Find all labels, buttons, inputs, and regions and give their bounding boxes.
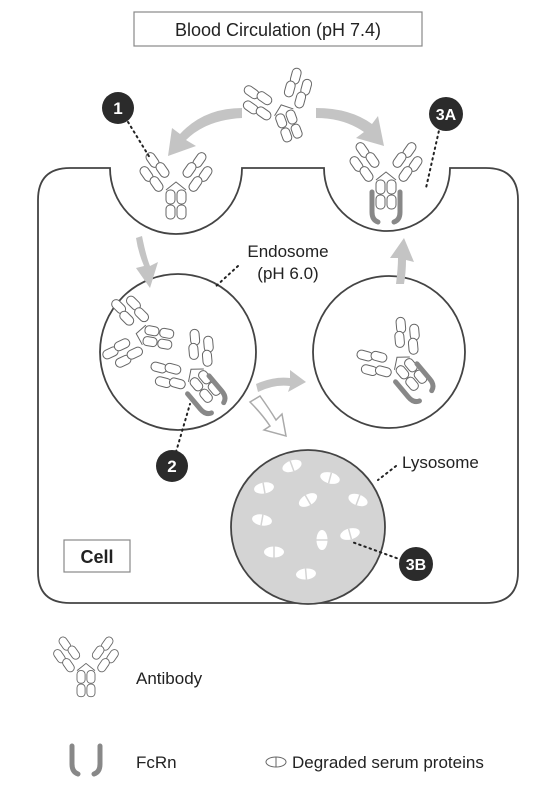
legend-degraded-label: Degraded serum proteins [292,753,484,772]
lysosome-label: Lysosome [402,453,479,472]
endosome-label-line1: Endosome [247,242,328,261]
antibody-right-pit [347,140,425,210]
legend-fcrn-icon [69,743,103,777]
title-text: Blood Circulation (pH 7.4) [175,20,381,40]
badge-step-3b: 3B [399,547,433,581]
title-box [133,11,423,47]
antibody-released [234,62,330,154]
badge-step-2: 2 [156,450,188,482]
leader-lysosome [377,465,397,481]
recycling-endosome [312,275,466,429]
svg-text:3A: 3A [436,107,457,124]
antibody-left-pit [137,150,215,220]
lysosome [230,449,386,605]
endosome-label-line2: (pH 6.0) [257,264,318,283]
legend-fcrn-label: FcRn [136,753,177,772]
leader-step-3b [351,541,403,561]
svg-text:2: 2 [167,457,176,476]
leader-endosome [213,265,239,289]
legend-degraded-icon [265,756,287,768]
process-arrows [136,108,414,438]
cell-label: Cell [80,547,113,567]
leader-step-1 [127,121,151,159]
endosome [99,273,257,431]
badge-step-1: 1 [102,92,134,124]
svg-text:3B: 3B [406,557,426,574]
legend-antibody-icon [51,634,121,698]
svg-text:1: 1 [113,99,122,118]
leader-step-3a [425,125,441,189]
badge-step-3a: 3A [429,97,463,131]
legend-antibody-label: Antibody [136,669,203,688]
cell-label-box [63,539,131,573]
